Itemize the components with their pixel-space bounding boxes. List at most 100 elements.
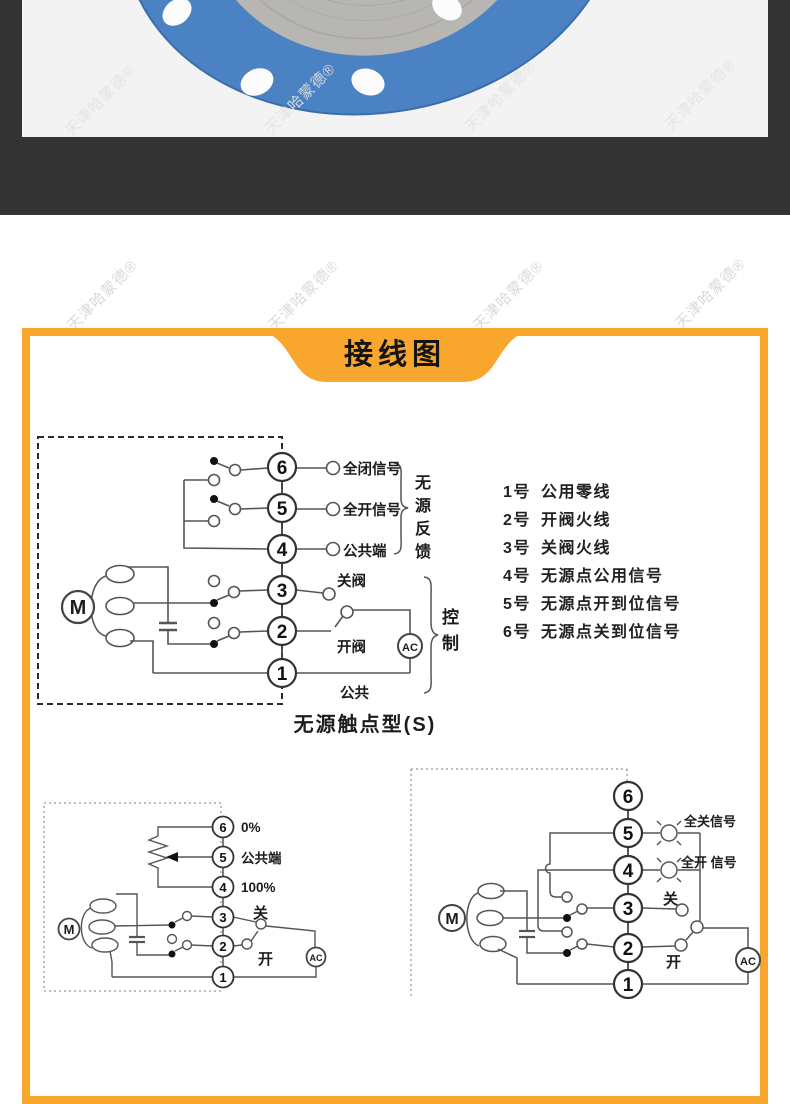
terminal-1: 1 (266, 657, 298, 689)
label-100pct: 100% (241, 880, 276, 895)
watermark: 天津哈蒙德® (470, 257, 548, 335)
svg-text:AC: AC (310, 953, 323, 963)
terminal-4: 4 (266, 533, 298, 565)
group-label-passive-feedback: 无源反馈 (412, 474, 429, 566)
terminal-6: 6 (266, 451, 298, 483)
ac-source-symbol: AC (397, 633, 423, 659)
terminal-5: 5 (612, 817, 644, 849)
svg-text:2: 2 (277, 622, 288, 643)
legend-row-1: 1号公用零线 (503, 484, 612, 501)
label-open-valve: 开阀 (337, 638, 366, 656)
terminal-4: 4 (211, 875, 235, 899)
label-full-close-signal: 全关信号 (683, 814, 736, 829)
svg-text:3: 3 (219, 910, 226, 925)
label-common-terminal: 公共端 (241, 850, 282, 866)
label-full-close-signal: 全闭信号 (342, 460, 401, 478)
svg-text:5: 5 (623, 824, 634, 845)
left-contacts (166, 910, 267, 958)
legend-row-6: 6号无源点关到位信号 (503, 624, 682, 641)
lamp-signal-wiring-diagram: M AC 6 5 4 3 2 1 全关信号 全开 信号 关 开 (410, 768, 761, 999)
hero-dark-band: 天津哈蒙德® 天津哈蒙德® 天津哈蒙德® 天津哈蒙德® (0, 0, 790, 215)
label-close: 关 (253, 904, 268, 922)
flange-disc (122, 0, 622, 116)
svg-text:4: 4 (219, 880, 227, 895)
svg-text:M: M (445, 911, 458, 928)
terminal-1: 1 (612, 968, 644, 999)
svg-text:3: 3 (277, 581, 288, 602)
terminal-5: 5 (266, 492, 298, 524)
label-common: 公共 (340, 685, 369, 702)
svg-text:3: 3 (623, 899, 634, 920)
wire-number-legend: 1号公用零线 2号开阀火线 3号关阀火线 4号无源点公用信号 5号无源点开到位信… (503, 479, 681, 647)
svg-text:1: 1 (219, 970, 226, 985)
left-labels: 0% 公共端 100% 关 开 (241, 820, 282, 968)
watermark: 天津哈蒙德® (64, 257, 142, 335)
banner-ribbon-shape (257, 330, 533, 382)
terminal-6: 6 (211, 815, 235, 839)
main-labels: 全闭信号 全开信号 公共端 关阀 开阀 公共 (337, 460, 401, 702)
left-terminals: 6 5 4 3 2 1 (211, 815, 235, 989)
label-full-open-signal: 全开信号 (342, 501, 401, 519)
label-close-valve: 关阀 (337, 572, 366, 590)
legend-row-4: 4号无源点公用信号 (503, 568, 664, 585)
svg-text:5: 5 (219, 850, 226, 865)
terminal-6: 6 (612, 780, 644, 812)
label-open: 开 (258, 951, 273, 968)
bolt-holes (162, 0, 462, 96)
label-full-open-signal: 全开 信号 (680, 855, 737, 870)
motor-symbol-left: M (57, 917, 81, 941)
label-0pct: 0% (241, 820, 261, 835)
terminal-4: 4 (612, 854, 644, 886)
motor-symbol: M (60, 589, 96, 625)
actuator-dashed-box (37, 436, 283, 705)
group-label-control: 控制 (439, 608, 458, 660)
lamp-full-open-signal (656, 857, 682, 883)
terminal-2: 2 (266, 615, 298, 647)
section-title: 接线图 (343, 339, 446, 371)
terminal-5: 5 (211, 845, 235, 869)
svg-text:6: 6 (219, 820, 226, 835)
right-contacts (561, 891, 704, 957)
dotted-box-right (410, 768, 628, 999)
section-banner: 接线图 (257, 330, 533, 384)
label-open: 开 (666, 954, 681, 971)
potentiometer-arrow (166, 852, 178, 862)
watermark: 天津哈蒙德® (672, 255, 750, 333)
lamp-full-close-signal (656, 820, 682, 846)
motor-symbol-right: M (438, 904, 466, 932)
legend-row-5: 5号无源点开到位信号 (503, 596, 682, 613)
ac-source-symbol-left: AC (305, 946, 327, 968)
svg-text:1: 1 (623, 975, 634, 996)
main-contacts (207, 457, 354, 648)
terminal-3: 3 (266, 574, 298, 606)
svg-text:AC: AC (402, 642, 418, 654)
legend-row-2: 2号开阀火线 (503, 512, 612, 529)
right-terminals: 6 5 4 3 2 1 (612, 780, 644, 999)
label-common-terminal: 公共端 (343, 542, 387, 560)
watermark: 天津哈蒙德® (265, 257, 343, 335)
svg-text:2: 2 (623, 939, 634, 960)
svg-text:4: 4 (623, 861, 634, 882)
product-photo: 天津哈蒙德® 天津哈蒙德® 天津哈蒙德® 天津哈蒙德® (22, 0, 768, 137)
svg-text:AC: AC (740, 956, 756, 968)
control-brace (423, 576, 439, 694)
left-wires (80, 826, 317, 978)
terminal-3: 3 (612, 892, 644, 924)
right-labels: 全关信号 全开 信号 关 开 (663, 814, 737, 971)
svg-text:6: 6 (277, 458, 288, 479)
terminal-3: 3 (211, 905, 235, 929)
terminal-2: 2 (612, 932, 644, 964)
main-terminals: 6 5 4 3 2 1 (266, 451, 298, 689)
ac-source-symbol-right: AC (735, 947, 761, 973)
svg-text:4: 4 (277, 540, 288, 561)
legend-row-3: 3号关阀火线 (503, 540, 612, 557)
svg-text:5: 5 (277, 499, 288, 520)
svg-text:M: M (70, 597, 87, 619)
terminal-2: 2 (211, 934, 235, 958)
feedback-brace (393, 462, 409, 555)
flange-valve-image (122, 0, 622, 116)
svg-text:2: 2 (219, 939, 226, 954)
terminal-1: 1 (211, 965, 235, 989)
main-wiring-diagram: M AC 6 5 4 3 2 1 全闭信号 全开信号 公共端 关阀 开阀 公共 (37, 436, 439, 705)
